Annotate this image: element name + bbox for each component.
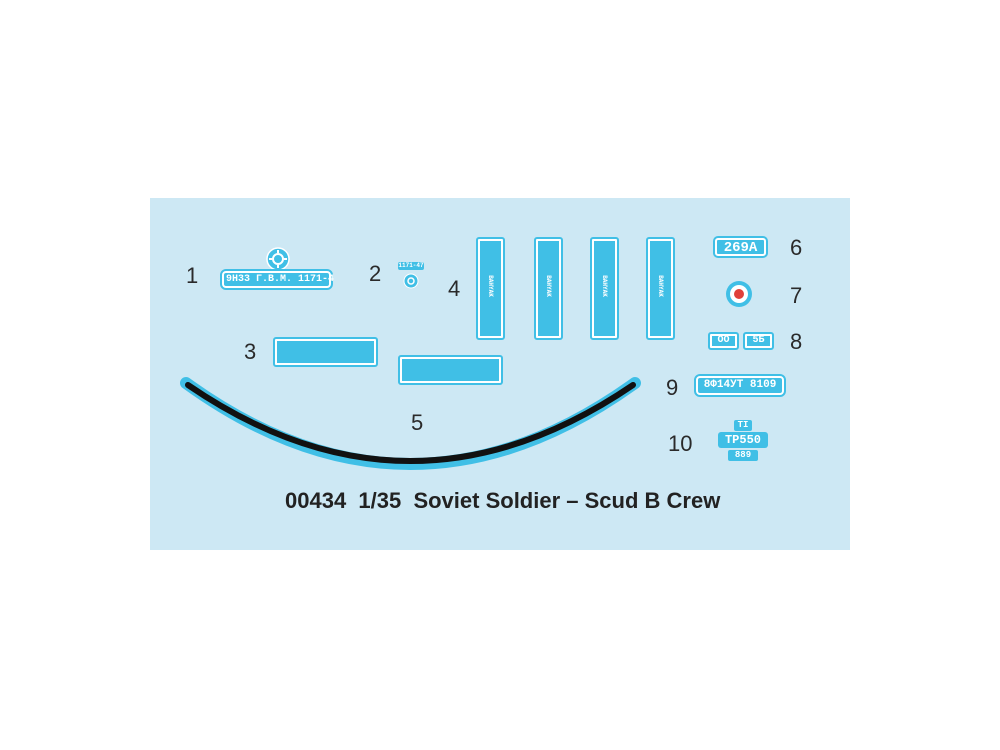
decal-number-2: 2 — [369, 261, 382, 286]
gear-emblem-icon — [266, 247, 290, 271]
decal-9-plate: 8Ф14УТ 8109 — [694, 374, 786, 397]
decal-4-strip-3: BAHYAK — [590, 237, 619, 340]
decal-number-5: 5 — [411, 410, 424, 435]
small-gear-emblem-icon — [403, 273, 419, 289]
decal-4-strip-1: BAHYAK — [476, 237, 505, 340]
decal-8-plate-b: 5Б — [743, 332, 774, 350]
decal-10: TI TP550 889 — [718, 420, 768, 464]
decal-number-10: 10 — [668, 431, 693, 456]
decal-1-emblem-icon — [266, 247, 290, 271]
decal-9-text: 8Ф14УТ 8109 — [703, 379, 777, 391]
sheet-caption: 00434 1/35 Soviet Soldier – Scud B Crew — [285, 488, 721, 513]
decal-4-strip-4: BAHYAK — [646, 237, 675, 340]
decal-8-plate-a: ОО — [708, 332, 739, 350]
decal-number-9: 9 — [666, 375, 679, 400]
decal-number-3: 3 — [244, 339, 257, 364]
decal-10-line-3: 889 — [728, 450, 758, 461]
decal-3-bar-left — [273, 337, 378, 367]
decal-10-line-2: TP550 — [718, 432, 768, 448]
decal-6-text: 269A — [723, 240, 758, 256]
decal-1-plate: 9Н33 Г.В.М. 1171-4 — [220, 269, 335, 290]
decal-number-4: 4 — [448, 276, 461, 301]
decal-number-8: 8 — [790, 329, 803, 354]
decal-7-roundel-icon — [726, 281, 752, 307]
decal-number-1: 1 — [186, 263, 199, 288]
decal-1-text: 9Н33 Г.В.М. 1171-4 — [226, 274, 335, 285]
decal-2-text: 1171-47 — [398, 262, 424, 270]
decal-number-7: 7 — [790, 283, 803, 308]
decal-4-strip-2: BAHYAK — [534, 237, 563, 340]
decal-number-6: 6 — [790, 235, 803, 260]
decal-3-bar-right — [398, 355, 503, 385]
decal-8-text-b: 5Б — [752, 335, 765, 346]
decal-2: 1171-47 — [398, 262, 424, 290]
decal-10-line-1: TI — [734, 420, 752, 431]
decal-6-plate: 269A — [713, 236, 768, 258]
decal-8-text-a: ОО — [717, 335, 730, 346]
